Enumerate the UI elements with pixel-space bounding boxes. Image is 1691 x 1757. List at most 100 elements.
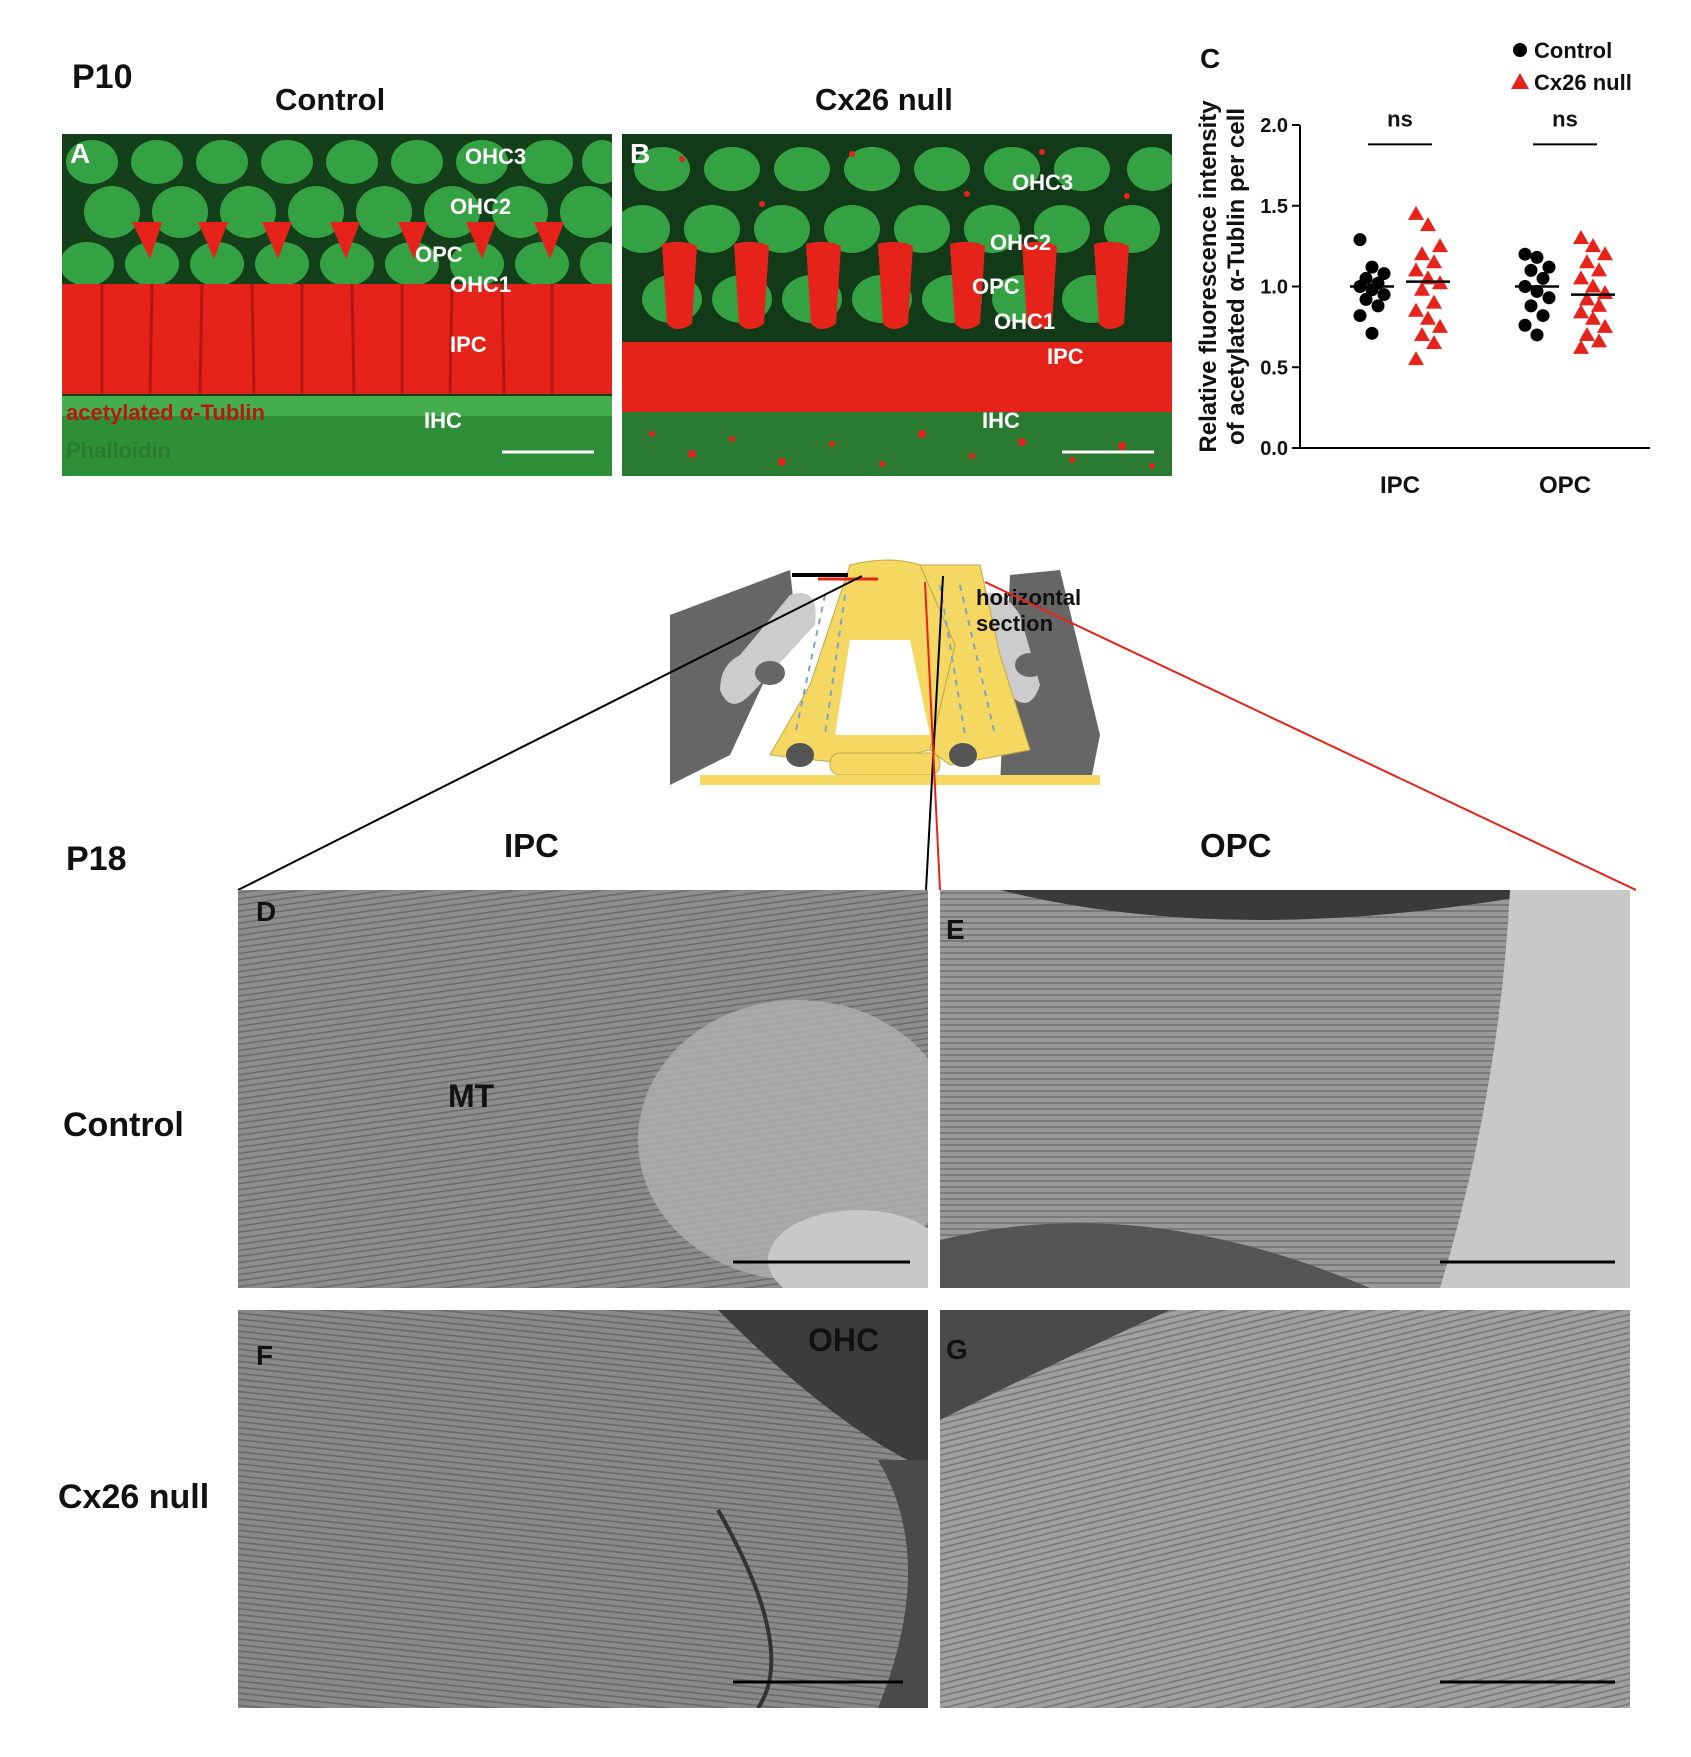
panel-letter-f: F [256,1340,274,1371]
data-point-cx26 [1426,294,1442,309]
data-point-cx26 [1420,217,1436,232]
y-tick-label: 1.0 [1260,277,1288,299]
label-ipc: IPC [450,332,487,357]
data-point-cx26 [1414,281,1430,296]
x-category-label: IPC [1380,472,1420,499]
data-point-control [1536,271,1550,285]
data-point-cx26 [1432,238,1448,253]
label-ohc2: OHC2 [450,194,512,219]
em-row-title-control: Control [63,1106,184,1144]
data-point-cx26 [1591,262,1607,277]
stain-label-green: Phalloidin [66,438,172,463]
data-point-cx26 [1591,297,1607,312]
data-point-cx26 [1579,291,1595,306]
data-point-cx26 [1414,326,1430,341]
data-point-cx26 [1408,205,1424,220]
schematic-caption: horizontal section [976,585,1082,636]
column-title-cx26: Cx26 null [815,82,953,117]
em-column-title-ipc: IPC [504,827,560,864]
x-category-label: OPC [1539,472,1591,499]
panel-letter-a: A [70,138,91,169]
data-point-control [1530,250,1544,264]
legend-marker-cx26 [1511,73,1529,89]
significance-label: ns [1552,106,1578,131]
panel-f-drawing [238,1310,928,1708]
significance-label: ns [1387,106,1413,131]
y-axis-label-line1: Relative fluorescence intensity [1195,100,1222,453]
label-ohc: OHC [808,1322,880,1358]
data-point-control [1377,267,1391,281]
data-point-cx26 [1579,326,1595,341]
label-ohc1: OHC1 [994,309,1056,334]
label-opc: OPC [415,242,463,267]
stage-label-p10: P10 [72,58,133,96]
data-point-control [1353,309,1367,323]
data-point-cx26 [1579,254,1595,269]
data-point-cx26 [1585,278,1601,293]
data-point-cx26 [1408,262,1424,277]
data-point-control [1524,263,1538,277]
data-point-control [1524,299,1538,313]
data-point-control [1359,292,1373,306]
panel-letter-d: D [256,896,277,927]
panel-f-em-image: F OHC [238,1310,928,1708]
panel-letter-e: E [946,914,965,945]
panel-e-em-image: E [940,890,1630,1288]
column-title-control: Control [275,82,386,117]
panel-b-confocal-image: B OHC3 OHC2 OPC OHC1 IPC IHC [622,134,1172,476]
data-point-control [1377,288,1391,302]
data-point-cx26 [1597,318,1613,333]
label-opc: OPC [972,274,1020,299]
em-row-title-cx26: Cx26 null [58,1478,210,1516]
label-ihc: IHC [982,408,1020,433]
data-point-control [1542,260,1556,274]
data-point-control [1518,247,1532,261]
data-point-cx26 [1573,230,1589,245]
data-point-control [1542,291,1556,305]
data-point-cx26 [1408,302,1424,317]
legend-label-control: Control [1534,38,1612,63]
data-point-cx26 [1573,304,1589,319]
y-tick-label: 0.0 [1260,438,1288,460]
label-ohc2: OHC2 [990,230,1052,255]
data-point-cx26 [1426,335,1442,350]
data-point-control [1353,233,1367,247]
label-ohc1: OHC1 [450,272,512,297]
panel-e-drawing [940,890,1630,1288]
panel-g-drawing [940,1310,1630,1708]
legend-marker-control [1513,43,1527,57]
legend-label-cx26: Cx26 null [1534,70,1632,95]
data-point-control [1365,326,1379,340]
y-tick-label: 0.5 [1260,357,1288,379]
data-point-cx26 [1408,351,1424,366]
data-point-cx26 [1573,270,1589,285]
label-mt: MT [448,1078,495,1114]
panel-letter-b: B [630,138,651,169]
data-point-cx26 [1414,246,1430,261]
em-column-title-opc: OPC [1200,827,1272,864]
label-ohc3: OHC3 [1012,170,1074,195]
label-ipc: IPC [1047,344,1084,369]
data-point-control [1365,260,1379,274]
panel-a-confocal-image: A OHC3 OHC2 OPC OHC1 IPC IHC acetylated … [62,134,612,476]
data-point-control [1530,328,1544,342]
data-point-cx26 [1591,333,1607,348]
data-point-control [1536,309,1550,323]
y-tick-label: 1.5 [1260,196,1288,218]
label-ihc: IHC [424,408,462,433]
data-point-control [1518,318,1532,332]
data-point-control [1530,284,1544,298]
data-point-control [1371,299,1385,313]
panel-d-em-image: D MT [238,890,928,1288]
stage-label-p18: P18 [66,840,127,878]
panel-g-em-image: G [940,1310,1630,1708]
data-point-cx26 [1573,339,1589,354]
organ-of-corti-schematic: horizontal section [620,555,1140,815]
panel-d-drawing [238,890,928,1288]
panel-a-drawing [62,134,612,476]
data-point-cx26 [1426,254,1442,269]
data-point-cx26 [1585,238,1601,253]
label-ohc3: OHC3 [465,144,527,169]
stain-label-red: acetylated α-Tublin [66,400,265,425]
